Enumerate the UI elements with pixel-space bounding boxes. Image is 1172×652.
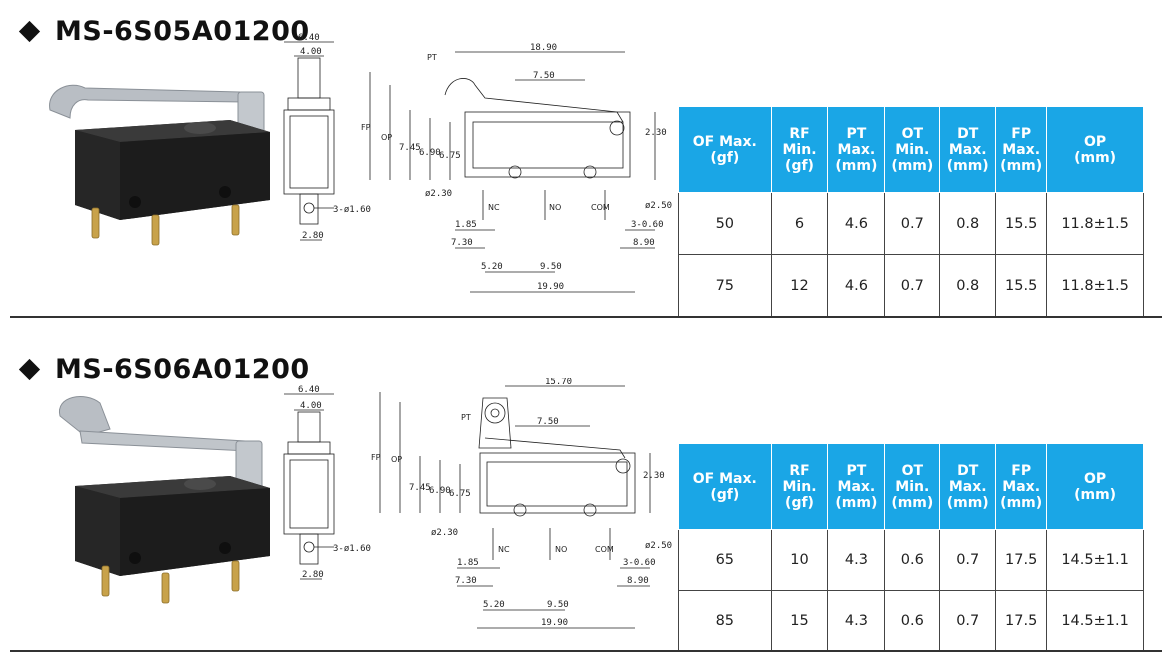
switch-photo: [59, 396, 270, 604]
model-title: MS-6S06A01200: [18, 354, 310, 385]
dim-pin: 2.80: [302, 231, 324, 241]
table-row: 85 15 4.3 0.6 0.7 17.5 14.5±1.1: [678, 590, 1144, 651]
diamond-bullet-icon: [18, 20, 41, 43]
dim-1990: 19.90: [537, 282, 564, 292]
dim-width: 6.40: [298, 33, 320, 43]
dim-pitch: 7.50: [537, 417, 559, 427]
dim-745: 7.45: [409, 483, 431, 493]
dim-1990: 19.90: [541, 618, 568, 628]
header-op: OP(mm): [1046, 443, 1144, 530]
dim-060: 3-0.60: [631, 220, 664, 230]
header-of: OF Max.(gf): [678, 106, 772, 193]
side-view-drawing: 15.70 7.50 PT FP OP 7.45 6.90 6.75 2.30 …: [371, 378, 672, 629]
dim-230: 2.30: [645, 128, 667, 138]
dim-185: 1.85: [457, 558, 479, 568]
dim-hole: 3-ø1.60: [333, 544, 371, 554]
dim-hole-left: ø2.30: [425, 189, 452, 199]
dim-inner: 4.00: [300, 401, 322, 411]
dim-hole: 3-ø1.60: [333, 205, 371, 215]
side-view-drawing: 18.90 7.50 PT FP OP 7.45 6.90 6.75 2.30 …: [361, 43, 672, 293]
pin-no: NO: [555, 545, 567, 554]
pin-com: COM: [591, 203, 610, 212]
front-view-drawing: 6.40 4.00 3-ø1.60 2.80: [283, 385, 371, 580]
dim-745: 7.45: [399, 143, 421, 153]
pin-nc: NC: [498, 545, 510, 554]
section-divider: [10, 316, 1162, 318]
dim-690: 6.90: [419, 148, 441, 158]
terminals: [101, 560, 240, 604]
front-view-drawing: 6.40 4.00 3-ø1.60 2.80: [283, 33, 371, 241]
label-op: OP: [381, 133, 392, 142]
table-row: 65 10 4.3 0.6 0.7 17.5 14.5±1.1: [678, 529, 1144, 591]
label-pt: PT: [427, 53, 437, 62]
label-fp: FP: [371, 453, 381, 462]
switch-body: [75, 120, 270, 220]
terminals: [91, 204, 240, 246]
dim-hole-right: ø2.50: [645, 201, 672, 211]
table-row: 75 12 4.6 0.7 0.8 15.5 11.8±1.5: [678, 254, 1144, 317]
model-title: MS-6S05A01200: [18, 16, 310, 47]
pin-no: NO: [549, 203, 561, 212]
header-op: OP(mm): [1046, 106, 1144, 193]
dim-060: 3-0.60: [623, 558, 656, 568]
label-pt: PT: [461, 413, 471, 422]
dim-230: 2.30: [643, 471, 665, 481]
dim-730: 7.30: [455, 576, 477, 586]
product-section-2: MS-6S06A01200: [0, 336, 1172, 652]
pin-com: COM: [595, 545, 614, 554]
diamond-bullet-icon: [18, 358, 41, 381]
dim-hole-left: ø2.30: [431, 528, 458, 538]
dim-950: 9.50: [540, 262, 562, 272]
dim-pin: 2.80: [302, 570, 324, 580]
dim-length: 18.90: [530, 43, 557, 53]
pin-nc: NC: [488, 203, 500, 212]
section-divider: [10, 650, 1162, 652]
label-op: OP: [391, 455, 402, 464]
dim-675: 6.75: [449, 489, 471, 499]
dim-pitch: 7.50: [533, 71, 555, 81]
dim-520: 5.20: [483, 600, 505, 610]
dim-length: 15.70: [545, 378, 572, 387]
dim-185: 1.85: [455, 220, 477, 230]
label-fp: FP: [361, 123, 371, 132]
dim-width: 6.40: [298, 385, 320, 395]
switch-photo: [49, 84, 270, 246]
table-row: 50 6 4.6 0.7 0.8 15.5 11.8±1.5: [678, 192, 1144, 255]
product-section-1: MS-6S05A01200: [0, 0, 1172, 318]
dim-675: 6.75: [439, 151, 461, 161]
dim-890: 8.90: [633, 238, 655, 248]
dim-950: 9.50: [547, 600, 569, 610]
dim-inner: 4.00: [300, 47, 322, 57]
header-of: OF Max.(gf): [678, 443, 772, 530]
dim-890: 8.90: [627, 576, 649, 586]
dim-730: 7.30: [451, 238, 473, 248]
dim-hole-right: ø2.50: [645, 541, 672, 551]
switch-body: [75, 476, 270, 576]
dim-690: 6.90: [429, 486, 451, 496]
dim-520: 5.20: [481, 262, 503, 272]
